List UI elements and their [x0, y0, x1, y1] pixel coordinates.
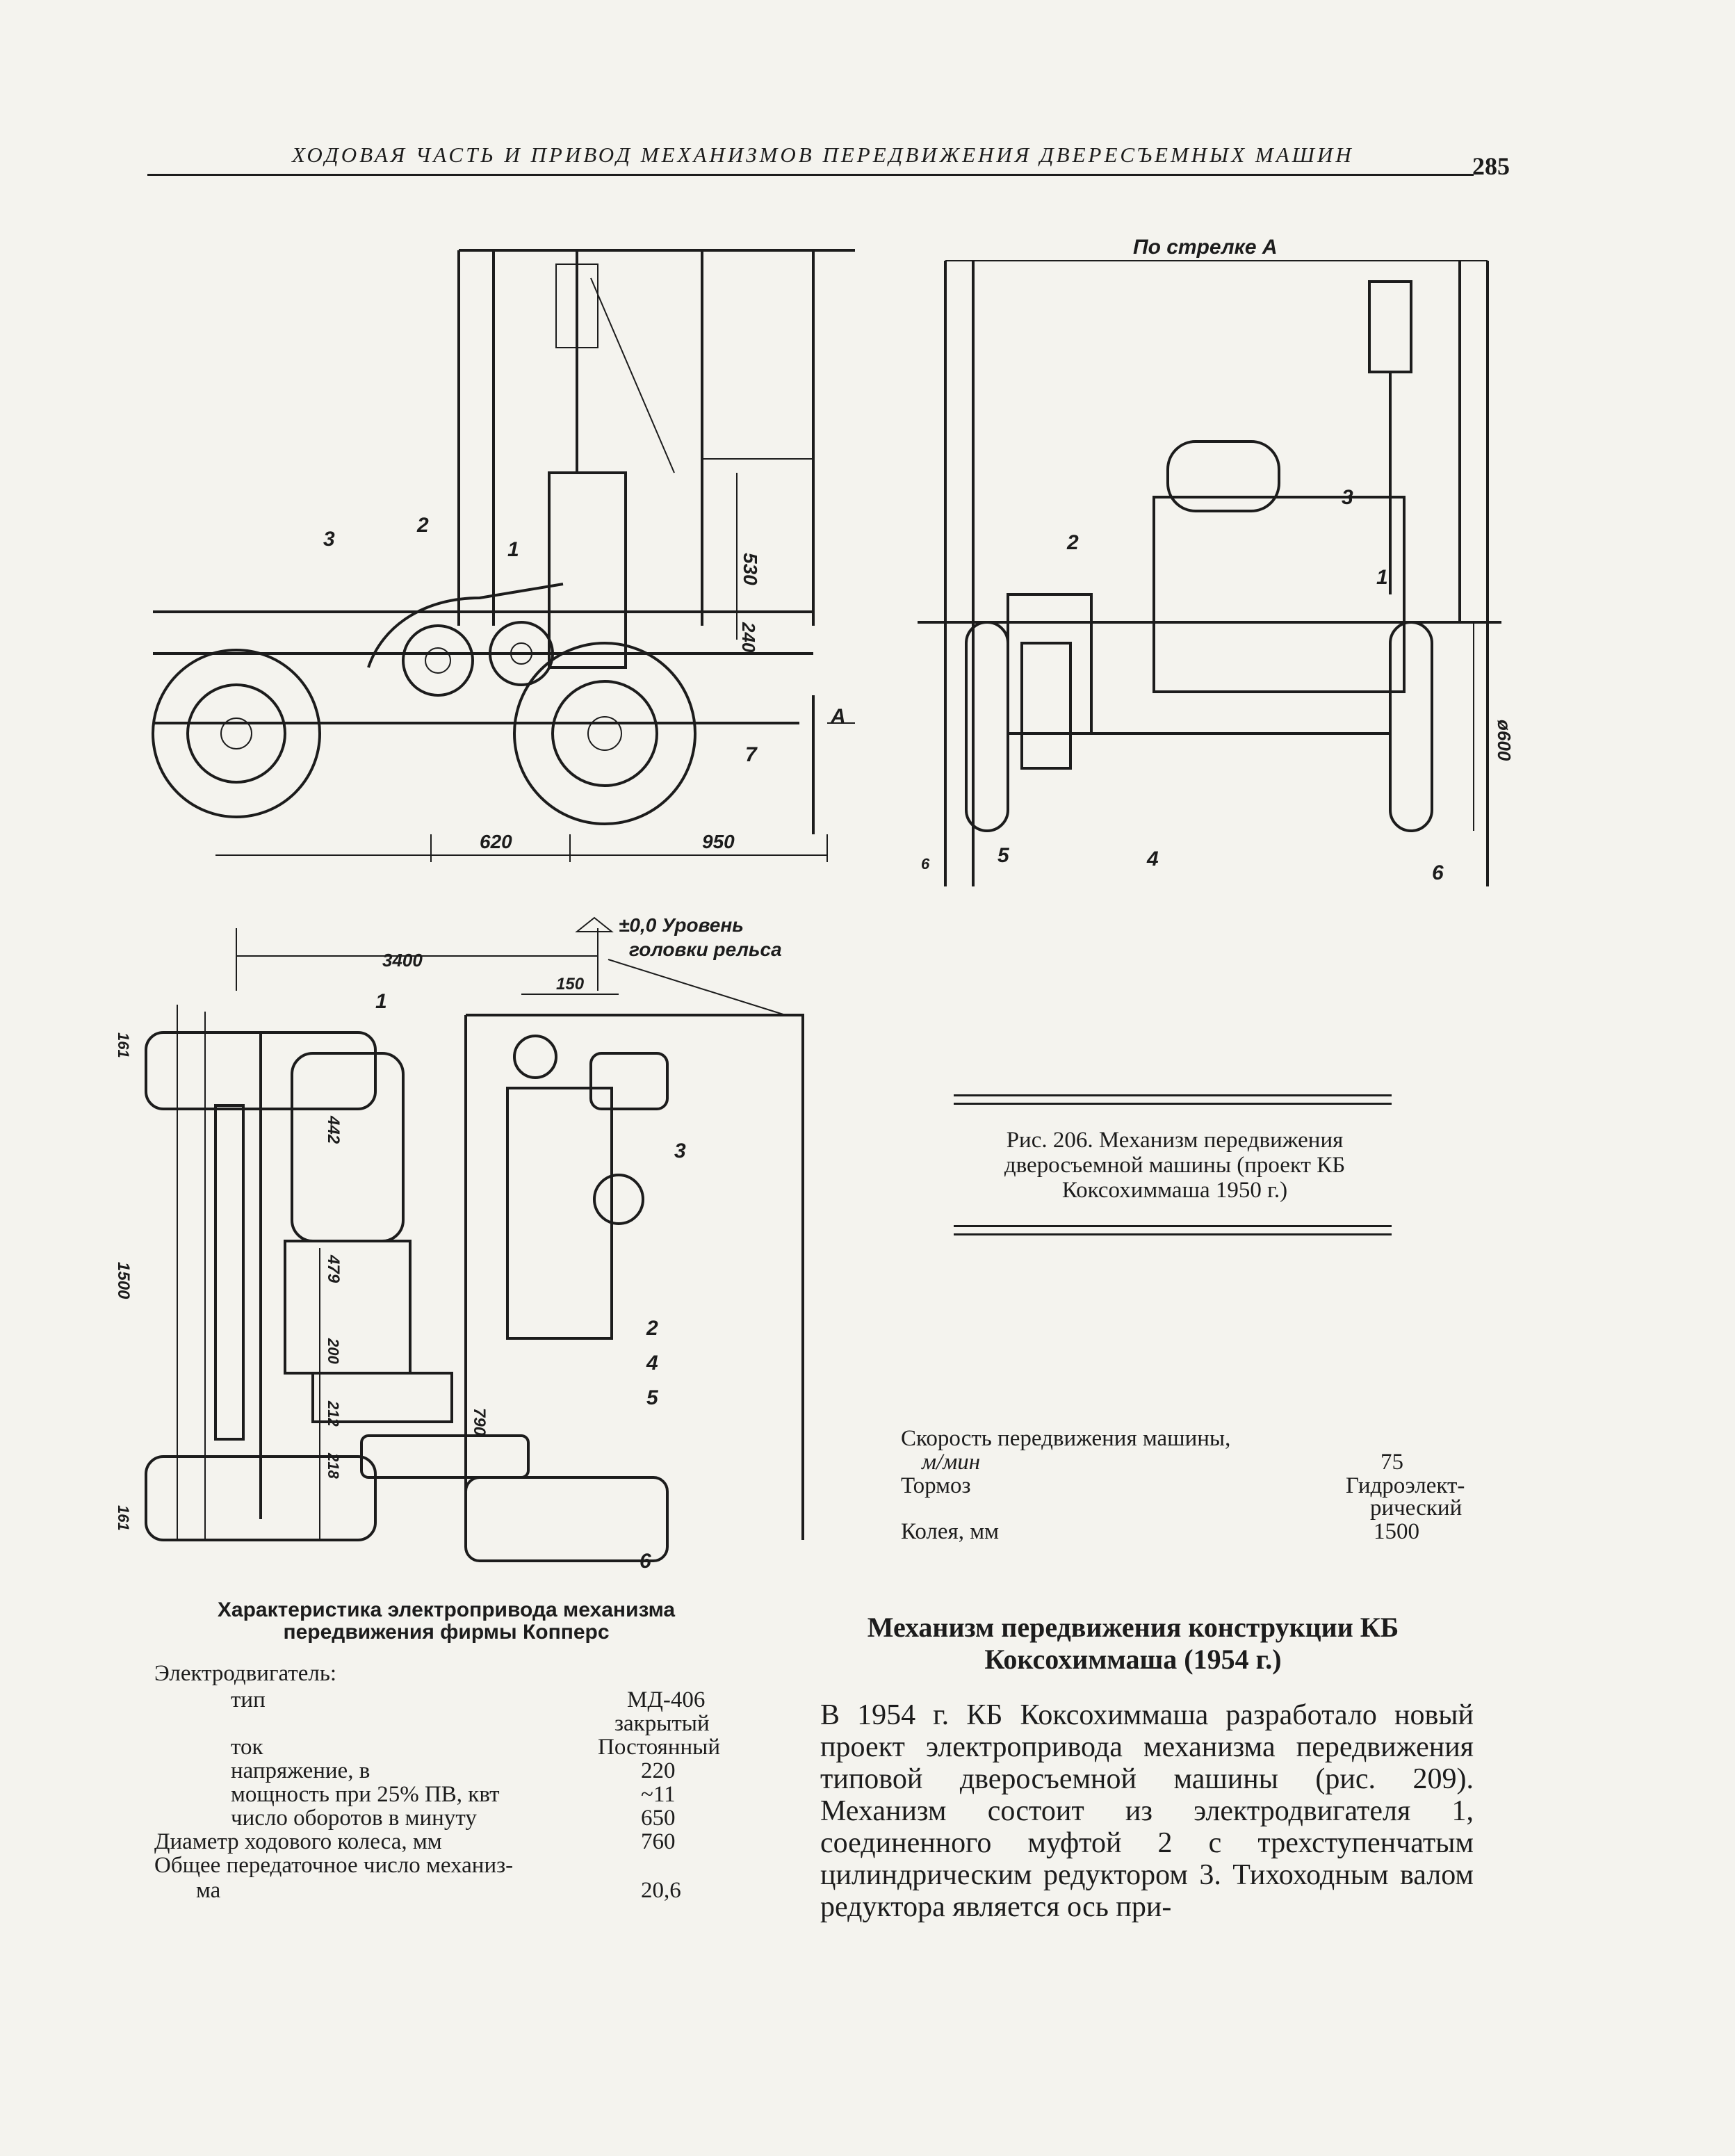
table-row-label: напряжение, в — [231, 1758, 370, 1783]
front-label-1: 1 — [1376, 566, 1388, 589]
dim-150: 150 — [556, 975, 585, 994]
table-row-label: тип — [231, 1687, 266, 1712]
figure-front-view: По стрелке А 3 2 1 4 5 6 6 ø600 — [918, 236, 1515, 886]
table-row-label: ток — [231, 1735, 263, 1760]
dim-620: 620 — [480, 831, 512, 852]
caption-rule-top — [954, 1094, 1392, 1096]
table-left: Электродвигатель: тип МД-406 закрытый то… — [154, 1662, 766, 1968]
label-1: 1 — [507, 538, 519, 561]
table-row-value: 650 — [641, 1806, 676, 1831]
label-7: 7 — [745, 743, 758, 766]
front-label-3: 3 — [1342, 486, 1353, 509]
table-row-label: мощность при 25% ПВ, квт — [231, 1782, 500, 1807]
rail-level-line2: головки рельса — [629, 939, 782, 960]
spec-row-value: 75 — [1380, 1450, 1403, 1475]
rail-level-line1: ±0,0 Уровень — [619, 914, 744, 936]
spec-row-label: м/мин — [922, 1450, 981, 1475]
spec-row-label: Тормоз — [901, 1473, 971, 1498]
page-number: 285 — [1472, 152, 1510, 180]
dim-3400: 3400 — [382, 950, 423, 971]
table-row-value: ~11 — [641, 1782, 676, 1807]
dim-200: 200 — [325, 1338, 342, 1364]
table-row-value: Постоянный — [598, 1735, 720, 1760]
table-left-title: Характеристика электропривода механизма … — [217, 1598, 676, 1644]
dim-218: 218 — [325, 1452, 342, 1479]
dim-530: 530 — [740, 553, 761, 585]
table-row-label: ма — [196, 1878, 221, 1903]
table-row-label: число оборотов в минуту — [231, 1806, 477, 1831]
dim-240: 240 — [738, 622, 759, 653]
table-row-value: 20,6 — [641, 1878, 681, 1903]
dim-442: 442 — [324, 1115, 343, 1144]
front-label-2: 2 — [1066, 531, 1079, 554]
dim-161-top: 161 — [115, 1032, 132, 1058]
front-label-6-left: 6 — [921, 855, 930, 873]
label-arrow-a: A — [830, 705, 846, 728]
figure-side-view: 3 2 1 7 A 530 240 620 950 ±0,0 Уровень г… — [152, 249, 855, 960]
dim-212: 212 — [325, 1400, 342, 1427]
front-label-5: 5 — [997, 844, 1010, 867]
dim-950: 950 — [702, 831, 735, 852]
front-label-6-right: 6 — [1432, 861, 1444, 884]
plan-label-5: 5 — [646, 1386, 659, 1409]
caption-rule-top-2 — [954, 1103, 1392, 1105]
plan-label-1: 1 — [375, 990, 387, 1013]
dim-479: 479 — [324, 1254, 343, 1283]
figure-plan-view: 3400 150 1 3 2 4 5 6 161 442 479 1500 20… — [114, 928, 804, 1573]
body-paragraph: В 1954 г. КБ Коксохиммаша разработало но… — [820, 1699, 1474, 1923]
spec-row-value: рический — [1370, 1496, 1463, 1521]
table-row-label: Общее передаточное число механиз- — [154, 1853, 514, 1878]
caption-rule-bottom-2 — [954, 1233, 1392, 1235]
front-label-4: 4 — [1146, 848, 1159, 870]
spec-row-value: Гидроэлект- — [1346, 1473, 1465, 1498]
table-row-label: Диаметр ходового колеса, мм — [154, 1829, 442, 1854]
plan-label-3: 3 — [674, 1140, 686, 1162]
running-title: ХОДОВАЯ ЧАСТЬ И ПРИВОД МЕХАНИЗМОВ ПЕРЕДВ… — [292, 143, 1354, 167]
label-2: 2 — [416, 514, 429, 537]
plan-label-2: 2 — [646, 1317, 658, 1340]
spec-row-label: Колея, мм — [901, 1519, 999, 1544]
spec-row-label: Скорость передвижения машины, — [901, 1426, 1231, 1451]
table-row-value: 220 — [641, 1758, 676, 1783]
dim-1500: 1500 — [114, 1262, 133, 1299]
section-title: Механизм передвижения конструкции КБ Кок… — [867, 1612, 1399, 1675]
table-row-value: закрытый — [614, 1711, 710, 1736]
spec-row-value: 1500 — [1374, 1519, 1419, 1544]
plan-label-4: 4 — [646, 1352, 658, 1375]
dim-161-bottom: 161 — [115, 1505, 132, 1531]
table-row-value: 760 — [641, 1829, 676, 1854]
table-row-label: Электродвигатель: — [154, 1661, 337, 1686]
table-row-value: МД-406 — [627, 1687, 706, 1712]
header-rule — [147, 174, 1474, 176]
label-3: 3 — [323, 528, 335, 551]
dim-600: ø600 — [1494, 720, 1515, 761]
plan-label-6: 6 — [640, 1550, 651, 1573]
caption-rule-bottom — [954, 1225, 1392, 1227]
figure-caption: Рис. 206. Механизм передвижения дверосъе… — [1004, 1128, 1346, 1203]
view-label: По стрелке А — [1133, 236, 1278, 259]
dim-790: 790 — [470, 1408, 489, 1436]
spec-right: Скорость передвижения машины, м/мин 75 Т… — [901, 1427, 1485, 1566]
